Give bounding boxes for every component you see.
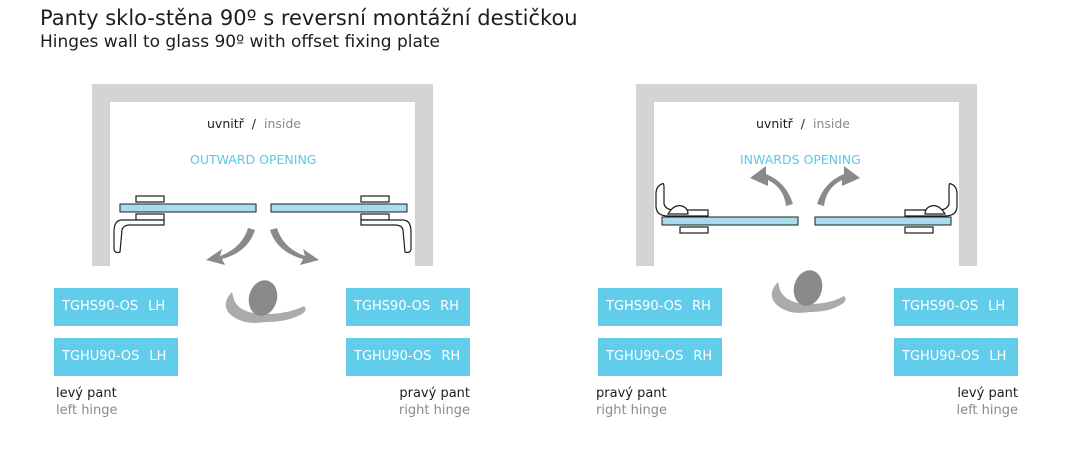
hinge-side: LH [149, 349, 167, 364]
product-code: TGHU90-OS [354, 349, 432, 364]
inside-label-en: inside [263, 116, 301, 131]
right-code-box-1: TGHS90-OS LH [894, 288, 1018, 326]
left-hinge-icon [113, 195, 165, 254]
opening-direction-label: OUTWARD OPENING [190, 152, 317, 167]
right-hinge-label-en: right hinge [398, 403, 470, 418]
hinge-side: LH [988, 299, 1006, 314]
left-code-box-1: TGHS90-OS RH [598, 288, 722, 326]
left-hinge-icon [655, 182, 709, 234]
left-code-box-2: TGHU90-OS LH [54, 338, 178, 376]
hinge-side: RH [692, 299, 711, 314]
right-hinge-icon [904, 182, 958, 234]
opening-direction-label: INWARDS OPENING [740, 152, 861, 167]
right-hinge-label-cz: levý pant [957, 386, 1018, 401]
left-hinge-label-cz: levý pant [56, 386, 117, 401]
right-hinge-label-en: left hinge [956, 403, 1018, 418]
right-code-box-2: TGHU90-OS RH [346, 338, 470, 376]
product-code: TGHU90-OS [902, 349, 980, 364]
left-code-box-2: TGHU90-OS RH [598, 338, 722, 376]
product-code: TGHU90-OS [606, 349, 684, 364]
hinge-side: RH [441, 349, 461, 364]
left-hinge-label-en: right hinge [596, 403, 668, 418]
inside-label: uvnitř / inside [207, 116, 301, 131]
inwards-opening-panel: uvnitř / inside INWARDS OPENING TGHS90-OS R… [596, 60, 1074, 440]
hinge-side: RH [693, 349, 713, 364]
outward-opening-drawing [92, 84, 433, 323]
left-code-box-1: TGHS90-OS LH [54, 288, 178, 326]
right-swing-arrow-icon [270, 228, 319, 265]
inwards-opening-drawing [636, 84, 977, 313]
person-icon [225, 280, 306, 323]
right-code-box-2: TGHU90-OS LH [894, 338, 1018, 376]
left-glass-panel [661, 216, 799, 226]
hinge-side: LH [148, 299, 166, 314]
left-hinge-label-cz: pravý pant [596, 386, 667, 401]
diagram-title: Panty sklo-stěna 90º s reversní montážní… [40, 6, 578, 30]
wall-frame [636, 84, 977, 266]
left-hinge-label-en: left hinge [56, 403, 118, 418]
inside-label-slash: / [800, 116, 805, 131]
product-code: TGHS90-OS [606, 299, 683, 314]
right-code-box-1: TGHS90-OS RH [346, 288, 470, 326]
inside-label-slash: / [251, 116, 256, 131]
product-code: TGHU90-OS [62, 349, 140, 364]
right-hinge-icon [360, 195, 412, 254]
right-swing-arrow-icon [817, 166, 860, 206]
inside-label-en: inside [812, 116, 850, 131]
hinge-side: RH [440, 299, 459, 314]
right-glass-panel [270, 203, 408, 213]
left-swing-arrow-icon [750, 166, 793, 206]
product-code: TGHS90-OS [902, 299, 979, 314]
product-code: TGHS90-OS [354, 299, 431, 314]
wall-frame [92, 84, 433, 266]
diagram-subtitle: Hinges wall to glass 90º with offset fix… [40, 32, 441, 52]
left-glass-panel [119, 203, 257, 213]
right-glass-panel [814, 216, 952, 226]
inside-label-cz: uvnitř [756, 116, 793, 131]
outward-opening-panel: uvnitř / inside OUTWARD OPENING TGHS90-OS L… [52, 60, 532, 440]
person-icon [771, 270, 846, 313]
left-swing-arrow-icon [206, 228, 255, 265]
hinge-side: LH [989, 349, 1007, 364]
inside-label-cz: uvnitř [207, 116, 244, 131]
right-hinge-label-cz: pravý pant [399, 386, 470, 401]
product-code: TGHS90-OS [62, 299, 139, 314]
inside-label: uvnitř / inside [756, 116, 850, 131]
